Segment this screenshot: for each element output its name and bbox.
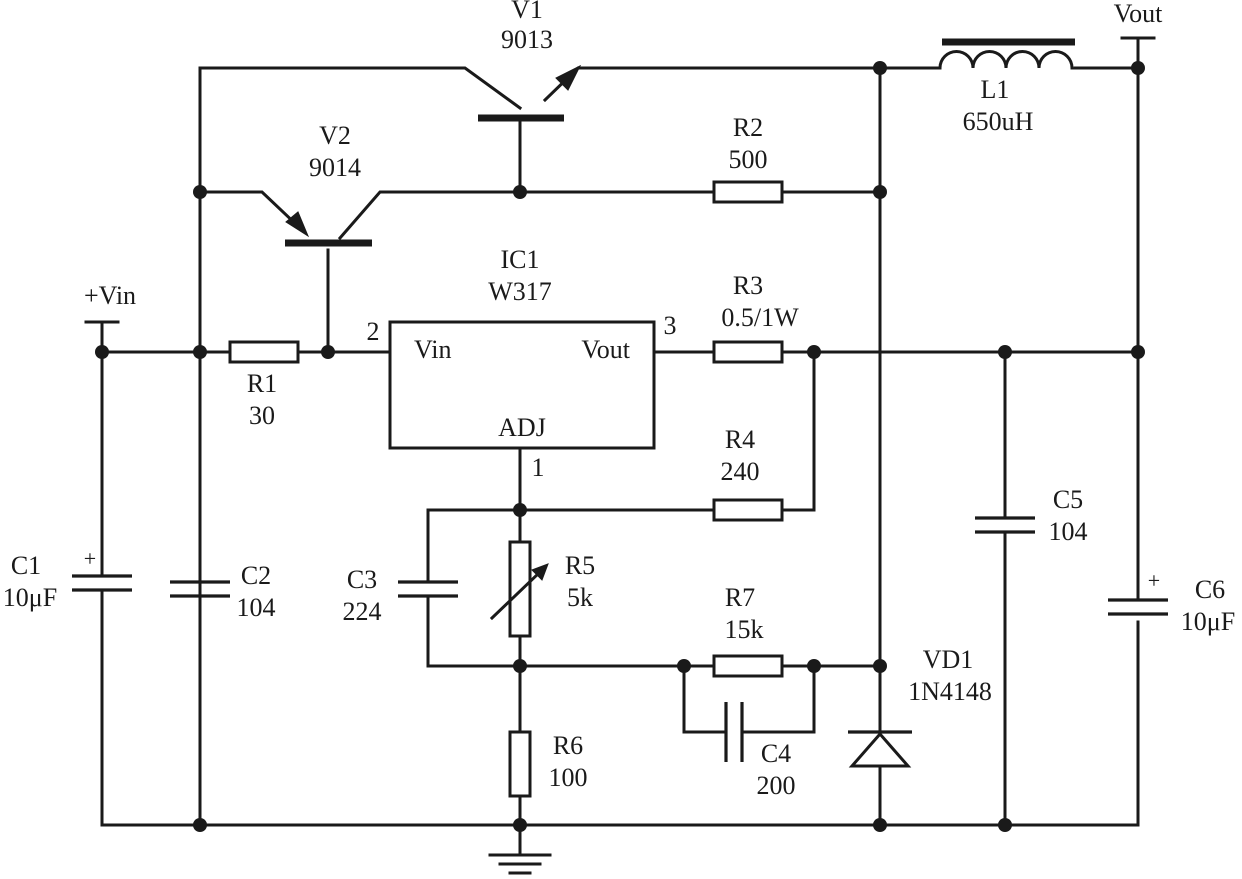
r4-value-label: 240	[721, 457, 760, 486]
r5-value-label: 5k	[567, 583, 593, 612]
r3-ref-label: R3	[733, 271, 763, 300]
junction-dot	[807, 659, 821, 673]
potentiometer-r5	[489, 540, 549, 638]
c3-value-label: 224	[343, 597, 382, 626]
vout-terminal-label: Vout	[1114, 0, 1163, 28]
capacitor-c6	[1108, 598, 1168, 616]
junction-dot	[998, 818, 1012, 832]
capacitor-c5	[975, 516, 1035, 534]
r6-value-label: 100	[549, 763, 588, 792]
junction-dot	[193, 345, 207, 359]
r5-ref-label: R5	[565, 551, 595, 580]
junction-dot	[807, 345, 821, 359]
junction-dot	[513, 185, 527, 199]
c1-ref-label: C1	[11, 551, 41, 580]
v1-value-label: 9013	[501, 25, 553, 54]
wire-c3-bottom	[426, 594, 522, 668]
inductor-l1	[938, 38, 1075, 70]
wire-c4-right	[740, 664, 816, 734]
junction-dot	[95, 345, 109, 359]
ic1-pin2-label: 2	[367, 317, 380, 346]
junction-dot	[873, 185, 887, 199]
c4-value-label: 200	[757, 771, 796, 800]
labels: V1 9013 V2 9014 Vout L1 650uH R2 500 IC1…	[3, 0, 1235, 800]
resistor-r3	[712, 340, 784, 364]
junction-dots	[95, 61, 1145, 832]
c6-polarity-mark: +	[1148, 568, 1160, 593]
r6-ref-label: R6	[553, 731, 583, 760]
v2-value-label: 9014	[309, 153, 361, 182]
ic1-value-label: W317	[488, 277, 552, 306]
ic1-adj-pin-label: ADJ	[498, 413, 546, 442]
transistor-v1	[478, 64, 582, 122]
junction-dot	[513, 503, 527, 517]
junction-dot	[513, 818, 527, 832]
c1-value-label: 10μF	[3, 583, 57, 612]
resistor-r6	[508, 730, 532, 798]
r2-ref-label: R2	[733, 113, 763, 142]
vd1-value-label: 1N4148	[908, 677, 992, 706]
wires	[100, 36, 1140, 857]
wire-c4-left	[682, 664, 728, 734]
r2-value-label: 500	[729, 145, 768, 174]
r1-ref-label: R1	[247, 369, 277, 398]
c2-ref-label: C2	[241, 561, 271, 590]
c3-ref-label: C3	[347, 565, 377, 594]
junction-dot	[193, 185, 207, 199]
r3-value-label: 0.5/1W	[721, 303, 799, 332]
c6-value-label: 10μF	[1181, 607, 1235, 636]
arrow-icon	[531, 563, 549, 581]
c2-value-label: 104	[237, 593, 276, 622]
v1-ref-label: V1	[511, 0, 543, 24]
c5-value-label: 104	[1049, 517, 1088, 546]
l1-value-label: 650uH	[963, 107, 1034, 136]
junction-dot	[1131, 61, 1145, 75]
ic1-pin1-label: 1	[532, 453, 545, 482]
wire-r4-loop	[780, 350, 816, 512]
resistor-r2	[712, 180, 784, 204]
junction-dot	[873, 61, 887, 75]
capacitor-c3	[398, 580, 458, 598]
wire-v2-emitter	[198, 190, 303, 231]
r7-value-label: 15k	[725, 615, 764, 644]
capacitor-c2	[170, 580, 230, 827]
ic1-pin3-label: 3	[664, 311, 677, 340]
resistor-r7	[712, 654, 784, 678]
r1-value-label: 30	[249, 401, 275, 430]
junction-dot	[873, 659, 887, 673]
ic-w317-body	[388, 320, 656, 450]
ground-symbol	[488, 853, 552, 875]
transistor-v2	[285, 211, 372, 247]
c1-polarity-mark: +	[84, 546, 96, 571]
c5-ref-label: C5	[1053, 485, 1083, 514]
resistor-r4	[712, 498, 784, 522]
junction-dot	[677, 659, 691, 673]
capacitor-c1	[72, 574, 132, 592]
l1-ref-label: L1	[981, 75, 1010, 104]
r7-ref-label: R7	[725, 583, 755, 612]
junction-dot	[998, 345, 1012, 359]
r4-ref-label: R4	[725, 425, 755, 454]
v2-ref-label: V2	[319, 121, 351, 150]
junction-dot	[873, 818, 887, 832]
c6-ref-label: C6	[1195, 575, 1225, 604]
ic1-ref-label: IC1	[501, 245, 540, 274]
junction-dot	[513, 659, 527, 673]
wire-v2-collector	[337, 190, 716, 241]
junction-dot	[1131, 345, 1145, 359]
c4-ref-label: C4	[761, 739, 791, 768]
arrow-icon	[285, 211, 310, 238]
resistor-r1	[228, 340, 300, 364]
junction-dot	[193, 818, 207, 832]
vd1-ref-label: VD1	[923, 645, 974, 674]
arrow-icon	[555, 64, 582, 91]
capacitor-c4	[724, 702, 744, 762]
junction-dot	[321, 345, 335, 359]
ic1-vin-pin-label: Vin	[414, 335, 451, 364]
ic1-vout-pin-label: Vout	[581, 335, 630, 364]
diode-vd1	[848, 730, 912, 768]
vin-terminal-label: +Vin	[84, 281, 136, 310]
